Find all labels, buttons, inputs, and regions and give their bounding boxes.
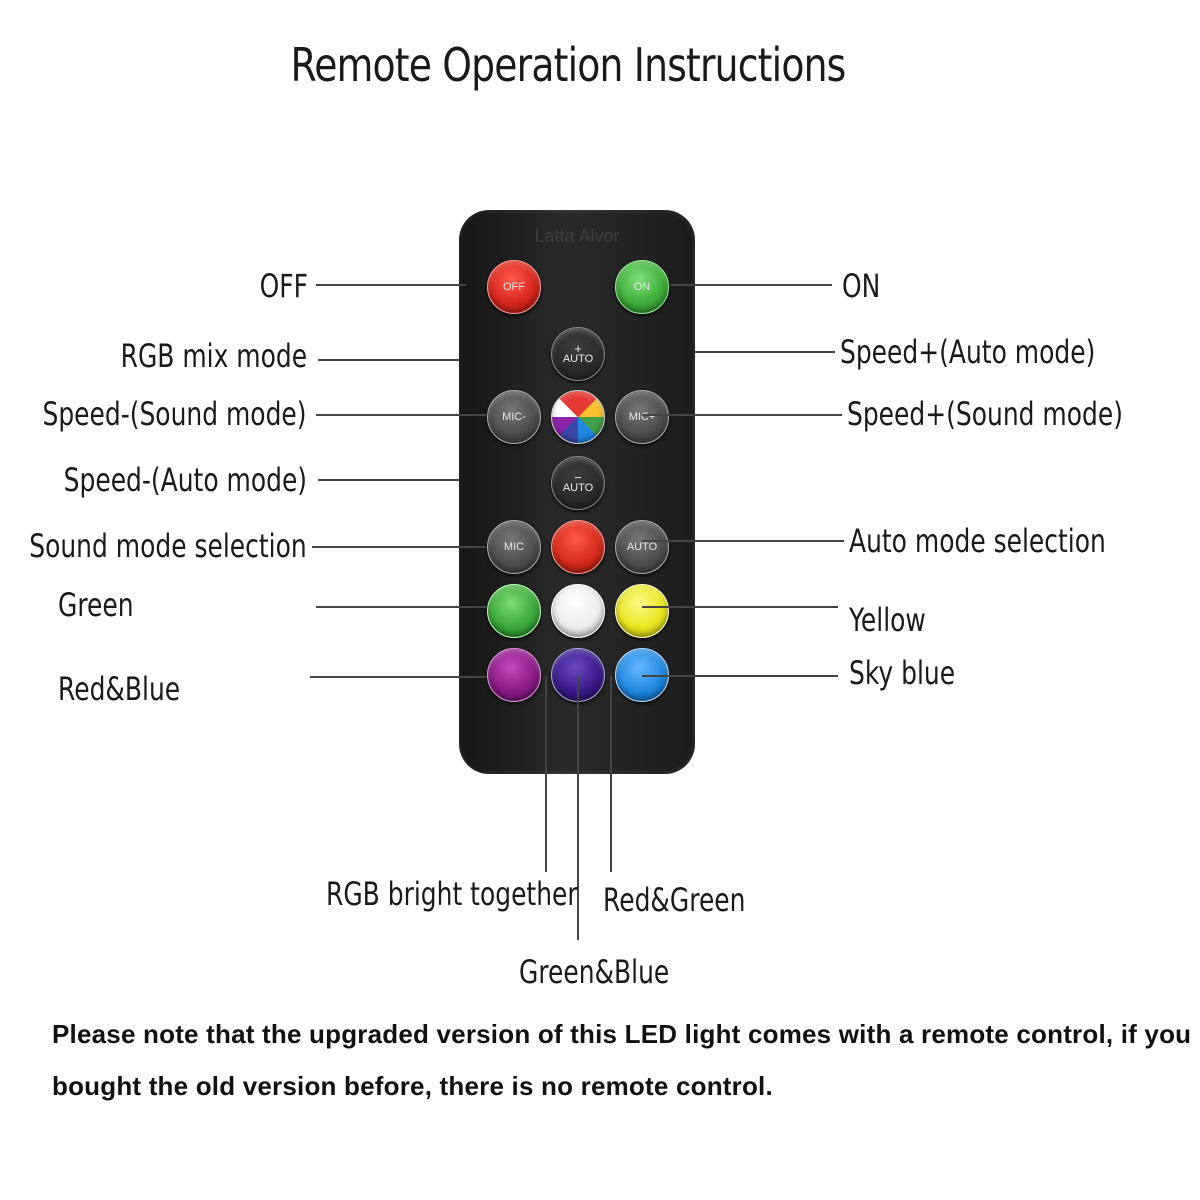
rgb-mix-button[interactable] [551, 390, 605, 444]
label-green-blue: Green&Blue [519, 953, 670, 991]
page-title: Remote Operation Instructions [290, 38, 847, 92]
auto-label: AUTO [626, 540, 658, 553]
mic-plus-label: MIC+ [628, 410, 656, 423]
label-rgb-bright-together: RGB bright together [326, 875, 578, 913]
leader-line-rgb-bright-together [545, 676, 547, 872]
leader-line-sound-mode-selection [312, 546, 486, 548]
label-sky-blue: Sky blue [849, 654, 956, 692]
speed-up-auto-label: AUTO [562, 353, 594, 365]
auto-button[interactable]: AUTO [615, 520, 669, 574]
mic-minus-button[interactable]: MIC- [487, 390, 541, 444]
leader-line-off [316, 284, 466, 286]
green-button[interactable] [487, 584, 541, 638]
leader-line-speed-minus-sound [316, 414, 486, 416]
leader-line-rgb-mix-mode [318, 359, 459, 361]
remote-brand: Latta Alvor [534, 226, 620, 246]
leader-line-sky-blue [642, 675, 838, 677]
label-yellow: Yellow [849, 601, 926, 639]
leader-line-red-blue [310, 676, 486, 678]
leader-line-speed-plus-auto [695, 351, 835, 353]
speed-down-auto-button[interactable]: − AUTO [551, 456, 605, 510]
on-button-label: ON [633, 280, 651, 293]
speed-up-auto-button[interactable]: + AUTO [551, 327, 605, 381]
red-button[interactable] [551, 520, 605, 574]
plus-icon: + [574, 341, 582, 356]
label-sound-mode-selection: Sound mode selection [29, 527, 307, 565]
leader-line-speed-minus-auto [318, 479, 459, 481]
leader-line-green [316, 606, 486, 608]
upgrade-note: Please note that the upgraded version of… [52, 1019, 1192, 1101]
off-button-label: OFF [503, 280, 525, 293]
leader-line-yellow [642, 606, 838, 608]
leader-line-on [670, 284, 832, 286]
leader-line-green-blue [577, 676, 579, 940]
mic-label: MIC [503, 540, 525, 553]
white-button[interactable] [551, 584, 605, 638]
label-green: Green [58, 586, 134, 624]
yellow-button[interactable] [615, 584, 669, 638]
mic-plus-button[interactable]: MIC+ [615, 390, 669, 444]
minus-icon: − [574, 470, 582, 485]
label-speed-minus-sound: Speed-(Sound mode) [42, 395, 307, 433]
label-red-blue: Red&Blue [58, 670, 181, 708]
label-rgb-mix-mode: RGB mix mode [120, 337, 307, 375]
red-blue-button[interactable] [487, 648, 541, 702]
on-button[interactable]: ON [615, 260, 669, 314]
label-speed-plus-sound: Speed+(Sound mode) [847, 395, 1123, 433]
label-red-green: Red&Green [603, 881, 746, 919]
label-off: OFF [259, 267, 308, 305]
leader-line-auto-mode-selection [642, 540, 844, 542]
label-auto-mode-selection: Auto mode selection [849, 522, 1106, 560]
label-speed-plus-auto: Speed+(Auto mode) [840, 333, 1096, 371]
leader-line-speed-plus-sound [642, 414, 842, 416]
mic-minus-label: MIC- [502, 410, 526, 423]
leader-line-red-green [610, 676, 612, 872]
speed-down-auto-label: AUTO [562, 482, 594, 494]
label-speed-minus-auto: Speed-(Auto mode) [63, 461, 307, 499]
mic-button[interactable]: MIC [487, 520, 541, 574]
label-on: ON [842, 267, 881, 305]
off-button[interactable]: OFF [487, 260, 541, 314]
